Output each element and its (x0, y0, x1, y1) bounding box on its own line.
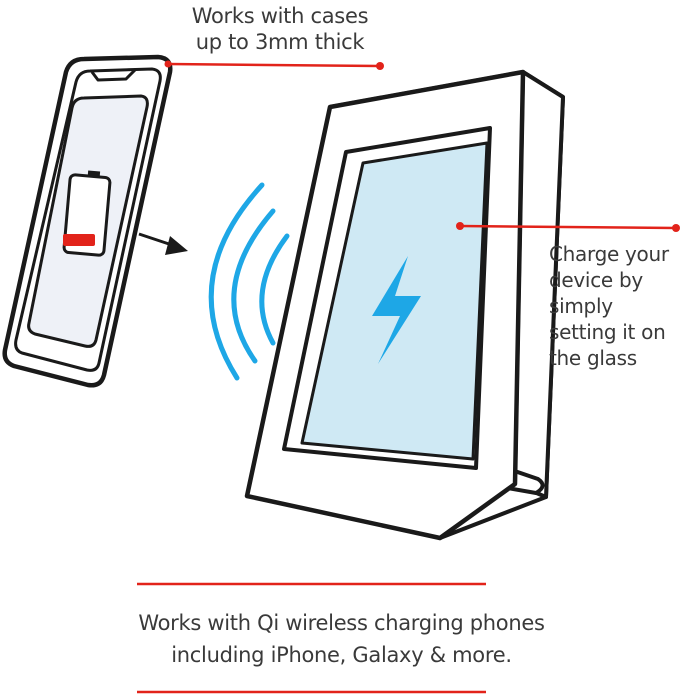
glass-note-line-5: the glass (549, 346, 637, 370)
wireless-waves-icon (208, 182, 290, 381)
glass-note-line-2: device by (549, 268, 643, 292)
case-callout-line (164, 60, 384, 70)
footer-line-2: including iPhone, Galaxy & more. (171, 643, 512, 667)
case-note-line-1: Works with cases (191, 4, 369, 28)
battery-low-icon (62, 170, 112, 257)
glass-note-line-1: Charge your (549, 242, 669, 266)
case-note-line-2: up to 3mm thick (195, 30, 365, 54)
glass-note-line-3: simply (549, 294, 613, 318)
glass-charging-note: Charge your device by simply setting it … (549, 241, 683, 371)
glass-callout-line (456, 222, 680, 232)
compatibility-note: Works with Qi wireless charging phones i… (60, 607, 623, 671)
arrow-right-icon (138, 232, 188, 255)
footer-line-1: Works with Qi wireless charging phones (138, 611, 545, 635)
glass-note-line-4: setting it on (549, 320, 666, 344)
lightning-bolt-icon (372, 256, 421, 364)
case-thickness-note: Works with cases up to 3mm thick (150, 3, 410, 55)
